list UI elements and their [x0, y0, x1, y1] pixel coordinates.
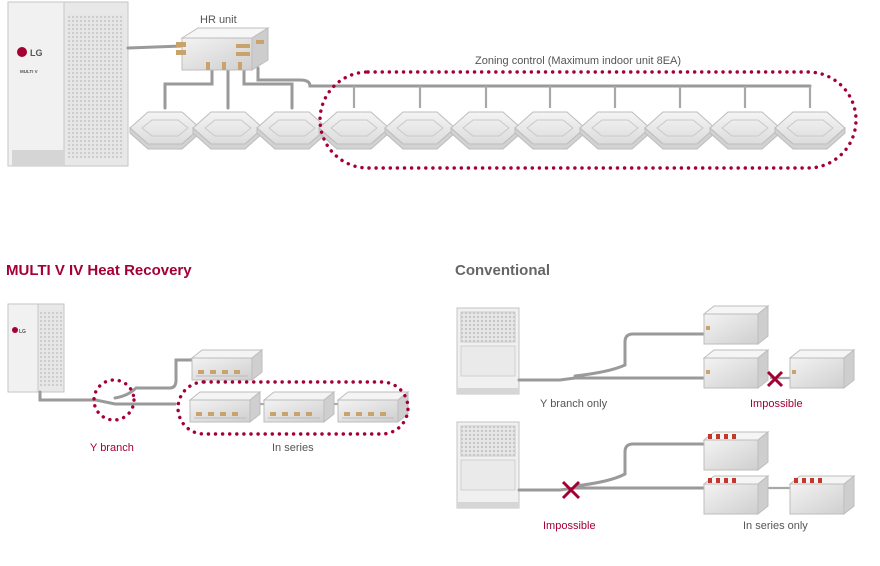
- series-indoor-unit: [789, 475, 855, 515]
- y-branch-only-label: Y branch only: [540, 398, 608, 410]
- series-indoor-unit: [703, 475, 769, 515]
- in-series-boundary: [176, 380, 410, 436]
- cassette-unit: [709, 111, 781, 150]
- cassette-unit: [318, 111, 390, 150]
- y-branch-label: Y branch: [90, 442, 134, 454]
- conv-indoor-unit: [703, 305, 769, 345]
- lg-logo-icon: [12, 327, 18, 333]
- zoning-label: Zoning control (Maximum indoor unit 8EA): [475, 55, 681, 67]
- conventional-heading: Conventional: [455, 262, 550, 279]
- multi-v-heading: MULTI V IV Heat Recovery: [6, 262, 192, 279]
- cassette-unit: [450, 111, 522, 150]
- conv-indoor-unit: [789, 349, 855, 389]
- cassette-unit: [256, 111, 328, 150]
- y-branch-marker: [92, 378, 136, 422]
- x-mark-icon: [561, 480, 581, 500]
- conv-piping-2: [517, 442, 790, 492]
- top-cassettes: [129, 111, 846, 150]
- cassette-unit: [579, 111, 651, 150]
- cassette-unit: [644, 111, 716, 150]
- x-mark-icon: [766, 370, 784, 388]
- hr-box-branch: [191, 349, 263, 381]
- conv-outdoor-unit-2: [456, 421, 520, 509]
- series-indoor-unit: [703, 431, 769, 471]
- hr-box-series-1: [189, 391, 261, 423]
- lg-logo-icon: [17, 47, 27, 57]
- cassette-unit: [774, 111, 846, 150]
- cassette-unit: [192, 111, 264, 150]
- conv-outdoor-unit-1: [456, 307, 520, 395]
- cassette-unit: [514, 111, 586, 150]
- top-piping: [126, 44, 812, 110]
- zoning-boundary: [318, 70, 858, 170]
- in-series-label: In series: [272, 442, 314, 454]
- top-outdoor-unit: LG MULTI V: [7, 1, 129, 167]
- hr-unit-label: HR unit: [200, 14, 237, 26]
- hr-box-series-3: [337, 391, 409, 423]
- outdoor-logo: LG: [30, 48, 43, 58]
- outdoor-model: MULTI V: [20, 69, 38, 74]
- in-series-only-label: In series only: [743, 520, 808, 532]
- bl-outdoor-logo: LG: [19, 329, 26, 335]
- bl-outdoor-unit: LG: [7, 303, 65, 393]
- impossible-label-2: Impossible: [543, 520, 596, 532]
- hr-unit: [176, 27, 270, 71]
- impossible-label-1: Impossible: [750, 398, 803, 410]
- cassette-unit: [384, 111, 456, 150]
- cassette-unit: [129, 111, 201, 150]
- conv-indoor-unit: [703, 349, 769, 389]
- hr-box-series-2: [263, 391, 335, 423]
